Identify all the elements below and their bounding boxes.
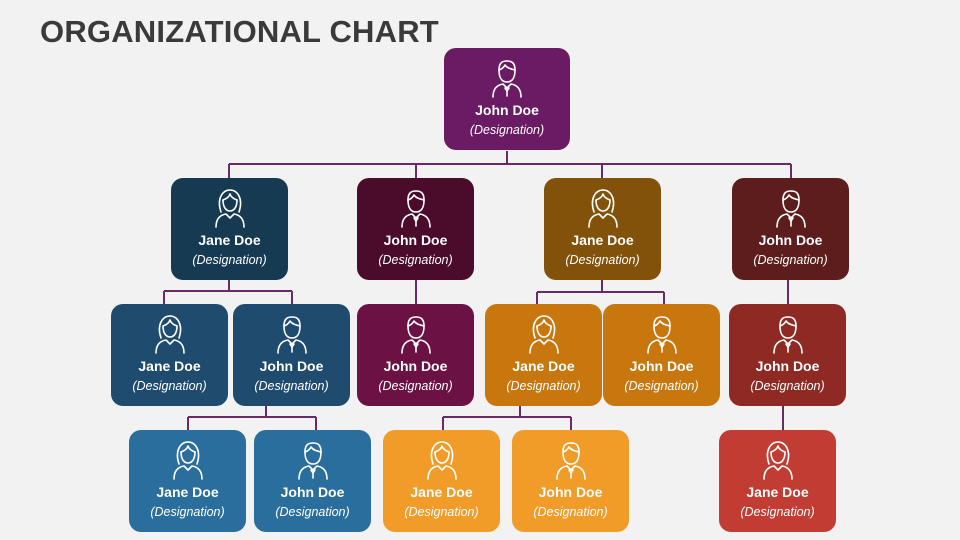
person-name: Jane Doe — [410, 484, 473, 500]
person-name: John Doe — [383, 232, 448, 248]
org-node-root: John Doe (Designation) — [444, 48, 570, 150]
org-node-l2-b1: John Doe (Designation) — [357, 304, 474, 406]
person-designation: (Designation) — [404, 505, 479, 519]
person-name: Jane Doe — [746, 484, 809, 500]
org-node-l3-c2: John Doe (Designation) — [512, 430, 629, 532]
person-designation: (Designation) — [753, 253, 828, 267]
org-node-l1-d: John Doe (Designation) — [732, 178, 849, 280]
person-designation: (Designation) — [469, 123, 545, 137]
male-person-icon — [512, 440, 629, 480]
person-designation: (Designation) — [192, 253, 267, 267]
person-designation: (Designation) — [378, 253, 453, 267]
person-name: John Doe — [758, 232, 823, 248]
person-designation: (Designation) — [150, 505, 225, 519]
female-person-icon — [171, 188, 288, 228]
person-name: John Doe — [538, 484, 603, 500]
female-person-icon — [129, 440, 246, 480]
org-node-l3-a2: John Doe (Designation) — [254, 430, 371, 532]
male-person-icon — [357, 314, 474, 354]
org-node-l2-c1: Jane Doe (Designation) — [485, 304, 602, 406]
org-node-l1-b: John Doe (Designation) — [357, 178, 474, 280]
person-name: Jane Doe — [198, 232, 261, 248]
person-name: Jane Doe — [138, 358, 201, 374]
male-person-icon — [254, 440, 371, 480]
female-person-icon — [383, 440, 500, 480]
person-name: John Doe — [383, 358, 448, 374]
person-designation: (Designation) — [624, 379, 699, 393]
male-person-icon — [233, 314, 350, 354]
org-node-l1-c: Jane Doe (Designation) — [544, 178, 661, 280]
org-node-l2-a2: John Doe (Designation) — [233, 304, 350, 406]
org-node-l2-c2: John Doe (Designation) — [603, 304, 720, 406]
person-designation: (Designation) — [275, 505, 350, 519]
person-name: Jane Doe — [156, 484, 219, 500]
person-designation: (Designation) — [506, 379, 581, 393]
female-person-icon — [111, 314, 228, 354]
male-person-icon — [357, 188, 474, 228]
person-name: John Doe — [280, 484, 345, 500]
female-person-icon — [719, 440, 836, 480]
male-person-icon — [603, 314, 720, 354]
org-node-l2-d1: John Doe (Designation) — [729, 304, 846, 406]
person-name: John Doe — [259, 358, 324, 374]
person-designation: (Designation) — [740, 505, 815, 519]
person-name: John Doe — [755, 358, 820, 374]
person-designation: (Designation) — [254, 379, 329, 393]
org-node-l3-a1: Jane Doe (Designation) — [129, 430, 246, 532]
person-name: John Doe — [629, 358, 694, 374]
person-designation: (Designation) — [378, 379, 453, 393]
org-node-l2-a1: Jane Doe (Designation) — [111, 304, 228, 406]
male-person-icon — [729, 314, 846, 354]
female-person-icon — [485, 314, 602, 354]
male-person-icon — [444, 58, 570, 98]
person-designation: (Designation) — [533, 505, 608, 519]
person-designation: (Designation) — [132, 379, 207, 393]
male-person-icon — [732, 188, 849, 228]
org-node-l1-a: Jane Doe (Designation) — [171, 178, 288, 280]
person-designation: (Designation) — [750, 379, 825, 393]
person-name: Jane Doe — [571, 232, 634, 248]
person-designation: (Designation) — [565, 253, 640, 267]
person-name: Jane Doe — [512, 358, 575, 374]
female-person-icon — [544, 188, 661, 228]
org-node-l3-c1: Jane Doe (Designation) — [383, 430, 500, 532]
page-title: ORGANIZATIONAL CHART — [40, 14, 439, 49]
org-node-l3-d1: Jane Doe (Designation) — [719, 430, 836, 532]
person-name: John Doe — [475, 102, 539, 118]
